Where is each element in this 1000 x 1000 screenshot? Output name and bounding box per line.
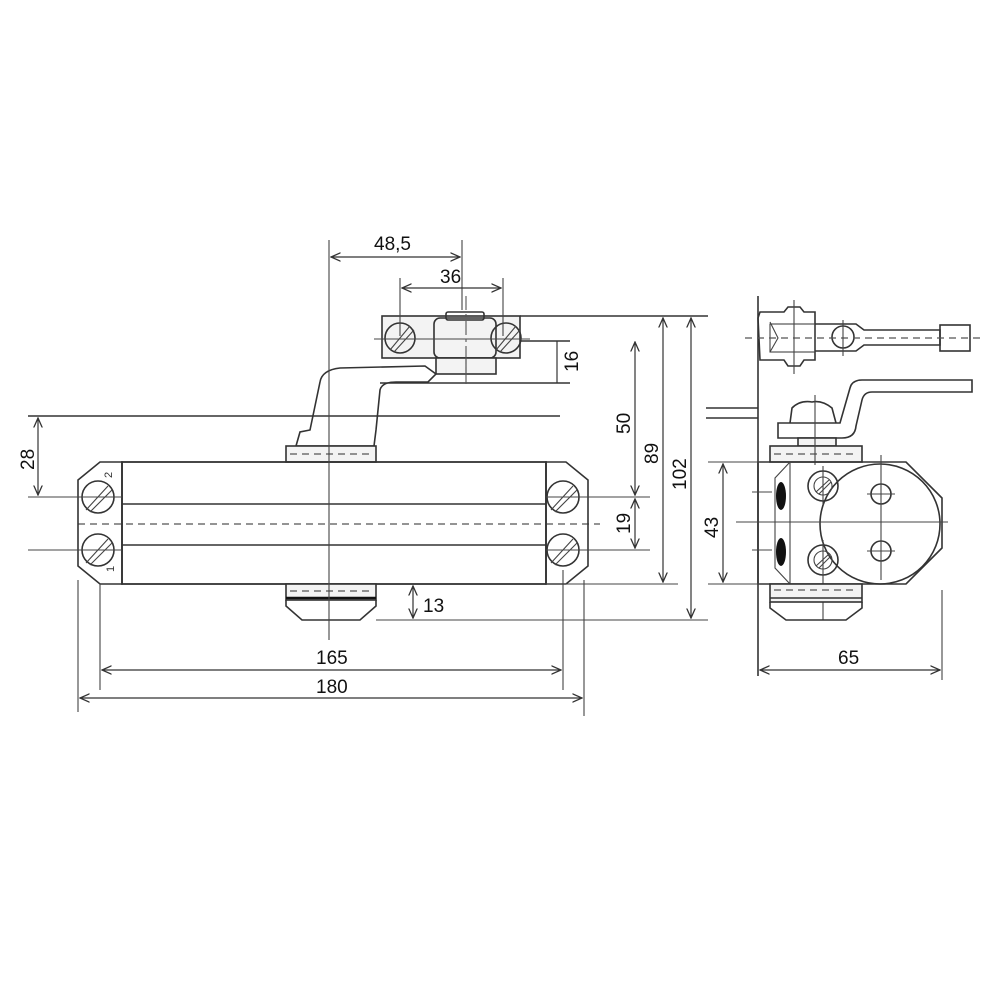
svg-text:102: 102 (670, 458, 691, 490)
dim-50: 50 (614, 342, 635, 495)
bottom-cap-side (769, 583, 863, 621)
svg-text:28: 28 (18, 449, 39, 470)
closer-body (77, 461, 600, 585)
body-screws: 2 1 (28, 472, 650, 572)
screw-icon (490, 322, 522, 354)
closer-arm (28, 365, 570, 447)
dim-13: 13 (413, 586, 444, 618)
svg-text:19: 19 (614, 513, 635, 534)
svg-text:65: 65 (838, 648, 859, 669)
svg-text:48,5: 48,5 (374, 234, 411, 255)
dim-43: 43 (702, 464, 723, 582)
dim-19: 19 (614, 499, 635, 548)
screw-label-2: 2 (103, 472, 115, 478)
screw-label-1: 1 (105, 566, 117, 572)
svg-text:13: 13 (423, 596, 444, 617)
dim-165: 165 (102, 648, 561, 670)
arm-bracket (374, 311, 708, 375)
svg-text:50: 50 (614, 413, 635, 434)
arm-side-view (769, 379, 973, 465)
arm-top-view (745, 300, 985, 374)
dim-28: 28 (18, 418, 39, 495)
dim-102: 102 (670, 318, 691, 618)
bottom-cap (285, 583, 377, 621)
dim-48-5: 48,5 (331, 234, 460, 257)
svg-text:165: 165 (316, 648, 348, 669)
front-view: 2 1 48,5 (18, 234, 708, 716)
svg-text:16: 16 (562, 351, 583, 372)
svg-text:36: 36 (440, 267, 461, 288)
dim-180: 180 (80, 677, 582, 698)
svg-text:43: 43 (702, 517, 723, 538)
svg-text:89: 89 (642, 443, 663, 464)
dim-65: 65 (760, 648, 940, 670)
dim-16: 16 (556, 341, 583, 383)
svg-text:180: 180 (316, 677, 348, 698)
side-view: 43 65 (702, 296, 985, 680)
dim-89: 89 (642, 318, 663, 582)
dim-36: 36 (402, 267, 501, 288)
